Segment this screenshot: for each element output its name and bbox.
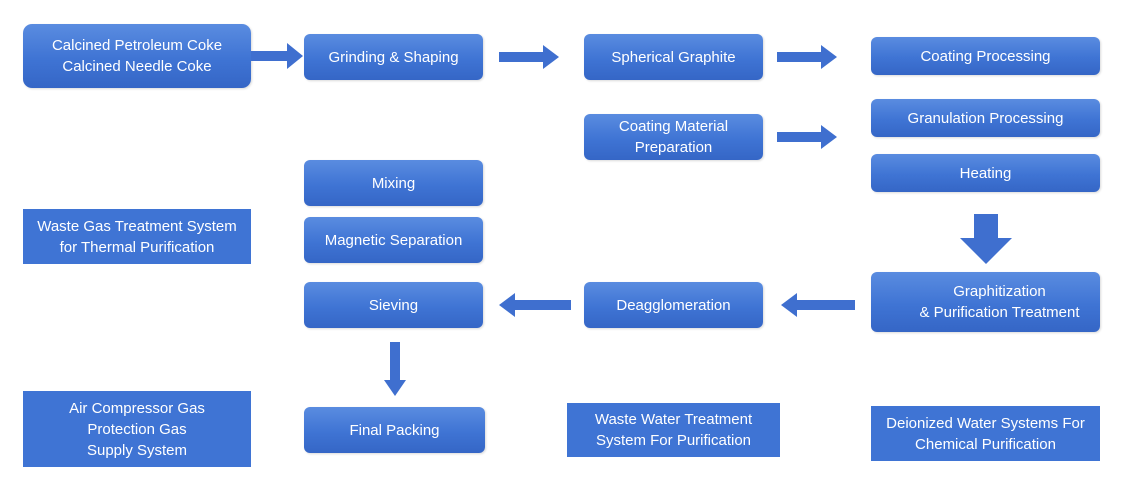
waste-gas-system: Waste Gas Treatment System for Thermal P… bbox=[23, 209, 251, 264]
coating-material-node: Coating Material Preparation bbox=[584, 114, 763, 160]
air-compressor-system: Air Compressor Gas Protection Gas Supply… bbox=[23, 391, 251, 467]
granulation-node: Granulation Processing bbox=[871, 99, 1100, 137]
sieving-node: Sieving bbox=[304, 282, 483, 328]
arrow-left-icon bbox=[781, 293, 855, 317]
final-packing-node: Final Packing bbox=[304, 407, 485, 453]
graphitization-node: Graphitization & Purification Treatment bbox=[871, 272, 1100, 332]
grinding-shaping-node: Grinding & Shaping bbox=[304, 34, 483, 80]
arrow-right-icon bbox=[777, 45, 837, 69]
spherical-graphite-node: Spherical Graphite bbox=[584, 34, 763, 80]
coating-processing-node: Coating Processing bbox=[871, 37, 1100, 75]
magnetic-separation-node: Magnetic Separation bbox=[304, 217, 483, 263]
mixing-node: Mixing bbox=[304, 160, 483, 206]
waste-water-system: Waste Water Treatment System For Purific… bbox=[567, 403, 780, 457]
heating-node: Heating bbox=[871, 154, 1100, 192]
deionized-water-system: Deionized Water Systems For Chemical Pur… bbox=[871, 406, 1100, 461]
arrow-down-icon bbox=[960, 214, 1012, 264]
raw-material-node: Calcined Petroleum Coke Calcined Needle … bbox=[23, 24, 251, 88]
arrow-left-icon bbox=[499, 293, 571, 317]
arrow-right-icon bbox=[251, 43, 303, 69]
arrow-right-icon bbox=[777, 125, 837, 149]
arrow-down-icon bbox=[384, 342, 406, 396]
arrow-right-icon bbox=[499, 45, 559, 69]
deagglomeration-node: Deagglomeration bbox=[584, 282, 763, 328]
